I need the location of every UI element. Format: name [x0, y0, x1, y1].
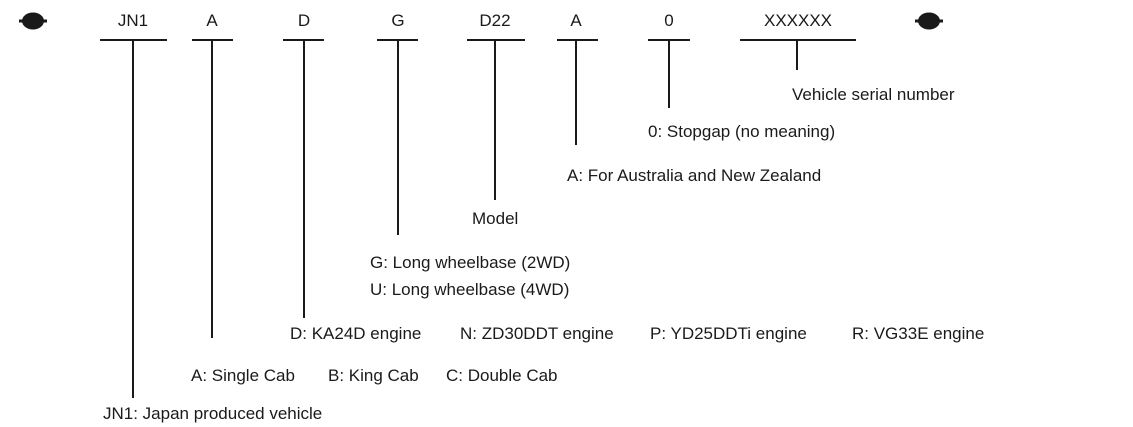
code-origin: JN1 [117, 11, 149, 30]
code-body-type: A [206, 11, 218, 30]
desc-model: Model [472, 209, 519, 228]
desc-wheelbase-2wd: G: Long wheelbase (2WD) [370, 253, 571, 272]
desc-body-c: C: Double Cab [446, 366, 558, 385]
code-engine: D [297, 11, 311, 30]
desc-serial: Vehicle serial number [792, 85, 955, 104]
code-serial: XXXXXX [763, 11, 833, 30]
desc-engine-n: N: ZD30DDT engine [460, 324, 614, 343]
code-stopgap: 0 [664, 11, 674, 30]
desc-destination: A: For Australia and New Zealand [567, 166, 822, 185]
desc-body-b: B: King Cab [328, 366, 419, 385]
desc-stopgap: 0: Stopgap (no meaning) [648, 122, 836, 141]
code-destination: A [570, 11, 582, 30]
desc-engine-p: P: YD25DDTi engine [650, 324, 807, 343]
desc-origin: JN1: Japan produced vehicle [103, 404, 323, 423]
boundary-marker-icon [915, 12, 943, 30]
desc-engine-r: R: VG33E engine [852, 324, 985, 343]
desc-body-a: A: Single Cab [191, 366, 295, 385]
code-wheelbase: G [391, 11, 405, 30]
desc-wheelbase-4wd: U: Long wheelbase (4WD) [370, 280, 570, 299]
boundary-marker-icon [19, 12, 47, 30]
desc-engine-d: D: KA24D engine [290, 324, 422, 343]
code-model: D22 [479, 11, 511, 30]
